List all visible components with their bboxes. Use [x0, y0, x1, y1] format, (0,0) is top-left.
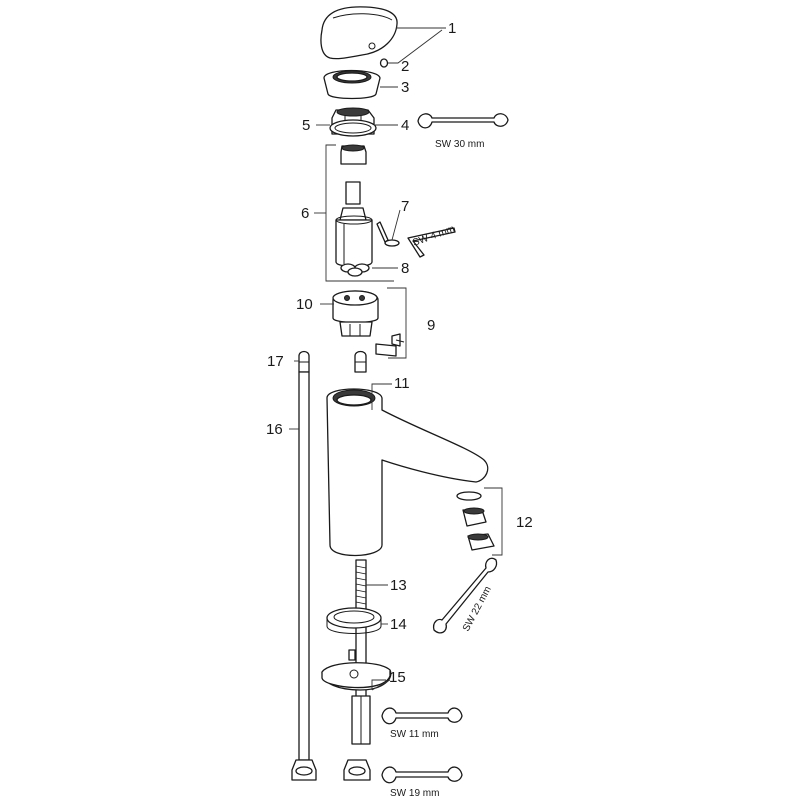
- callout-4: 4: [401, 117, 409, 134]
- part-valve-body: [332, 290, 379, 337]
- callout-16: 16: [266, 421, 283, 438]
- hex-key-sw4-icon: [407, 227, 456, 258]
- callout-7: 7: [401, 198, 409, 215]
- wrench-sw11-icon: [381, 707, 463, 725]
- part-spout-body: [326, 388, 489, 557]
- part-cover-cap: [323, 69, 381, 100]
- callout-14: 14: [390, 616, 407, 633]
- part-hose-nipple-2: [354, 343, 397, 373]
- wrench-sw22-icon: [432, 557, 498, 634]
- callout-8: 8: [401, 260, 409, 277]
- leader-lines: [289, 27, 446, 691]
- callout-13: 13: [390, 577, 407, 594]
- part-lever-handle: [320, 6, 398, 60]
- part-aerator: [456, 491, 495, 551]
- part-wing-nut: [391, 333, 405, 347]
- tool-label-sw19: SW 19 mm: [390, 788, 439, 799]
- callout-17: 17: [267, 353, 284, 370]
- callout-12: 12: [516, 514, 533, 531]
- callout-1: 1: [448, 20, 456, 37]
- part-hose-nipple: [298, 350, 310, 373]
- callout-5: 5: [302, 117, 310, 134]
- callout-2: 2: [401, 58, 409, 75]
- callout-10: 10: [296, 296, 313, 313]
- callout-11: 11: [394, 375, 410, 392]
- part-base-gasket: [326, 607, 382, 634]
- callout-6: 6: [301, 205, 309, 222]
- tool-label-sw4: SW 4 mm: [411, 223, 456, 248]
- callout-9: 9: [427, 317, 435, 334]
- wrench-sw19-icon: [381, 766, 463, 784]
- part-horseshoe-washer: [321, 649, 392, 691]
- wrench-sw30-icon: [417, 113, 509, 129]
- tool-label-sw30: SW 30 mm: [435, 139, 484, 150]
- part-mounting-nut: [343, 695, 371, 781]
- callout-15: 15: [389, 669, 406, 686]
- part-cartridge: [335, 144, 373, 268]
- part-o-rings: [340, 263, 370, 277]
- part-grub-screw: [379, 58, 389, 68]
- part-seal-ring: [329, 119, 377, 137]
- tool-label-sw11: SW 11 mm: [390, 729, 439, 740]
- callout-3: 3: [401, 79, 409, 96]
- part-flex-hose: [291, 371, 317, 781]
